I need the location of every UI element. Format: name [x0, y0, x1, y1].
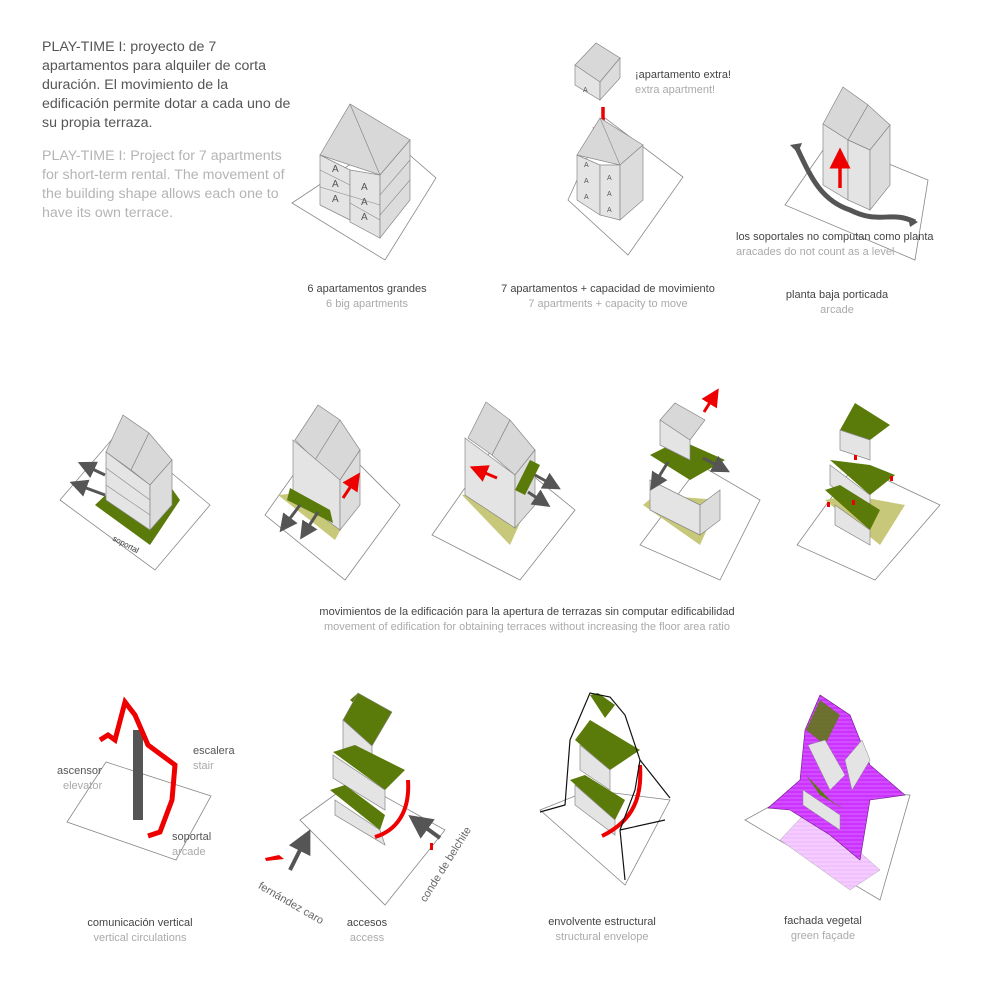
svg-text:A: A [584, 162, 589, 169]
note-arcades: los soportales no computan como planta a… [736, 231, 934, 258]
svg-text:A: A [607, 175, 612, 182]
svg-text:A: A [607, 191, 612, 198]
svg-text:A: A [584, 194, 589, 201]
intro-text: PLAY-TIME I: proyecto de 7 apartamentos … [42, 38, 292, 223]
elevator-shaft [133, 730, 143, 820]
pedestrian-icon [430, 843, 433, 850]
arcade-passage-arrow [794, 146, 917, 225]
stair-path [98, 696, 178, 839]
caption-arcade: planta baja porticada arcade [785, 289, 889, 316]
caption-movements: movimientos de la edificación para la ap… [319, 606, 735, 633]
diagram-access [265, 692, 446, 906]
diagram-structural-envelope [539, 692, 671, 886]
caption-6-big-apartments: 6 apartamentos grandes 6 big apartments [307, 283, 427, 310]
diagram-green-facade [744, 694, 911, 901]
diagram-movement-step-5 [796, 403, 941, 581]
intro-spanish: PLAY-TIME I: proyecto de 7 apartamentos … [42, 39, 291, 131]
svg-text:A: A [607, 207, 612, 214]
diagram-vertical-circulation [66, 696, 212, 861]
diagram-movement-step-4 [639, 388, 761, 581]
note-extra-apartment: ¡apartamento extra! extra apartment! [635, 69, 731, 96]
diagram-6-big-apartments: AAA AAA [291, 103, 437, 261]
diagram-arcade [784, 86, 929, 261]
svg-text:A: A [332, 179, 339, 190]
label-stair: escalera stair [193, 745, 235, 772]
diagram-movement-step-1: soportal [59, 414, 211, 571]
svg-text:A: A [332, 164, 339, 175]
svg-text:A: A [361, 197, 368, 208]
caption-vertical-circulation: comunicación vertical vertical circulati… [87, 917, 193, 944]
diagram-movement-step-3 [431, 401, 576, 581]
svg-text:A: A [583, 87, 588, 94]
svg-text:A: A [584, 178, 589, 185]
diagram-movement-step-2 [264, 404, 401, 581]
caption-structural-envelope: envolvente estructural structural envelo… [548, 916, 656, 943]
car-icon [265, 855, 284, 861]
envelope-outline [539, 692, 671, 881]
svg-text:A: A [361, 212, 368, 223]
unit-labels: AAA AAA [332, 164, 368, 223]
label-arcade: soportal arcade [172, 831, 212, 858]
svg-text:A: A [361, 182, 368, 193]
diagram-7-apartments: A A A A A A A [567, 42, 684, 256]
caption-7-apartments: 7 apartamentos + capacidad de movimiento… [501, 283, 715, 310]
intro-english: PLAY-TIME I: Project for 7 apartments fo… [42, 148, 285, 221]
label-soportal: soportal [111, 534, 141, 555]
caption-green-facade: fachada vegetal green façade [784, 915, 862, 942]
label-elevator: ascensor elevator [57, 765, 103, 792]
caption-access: accesos access [346, 917, 388, 944]
svg-text:A: A [332, 194, 339, 205]
